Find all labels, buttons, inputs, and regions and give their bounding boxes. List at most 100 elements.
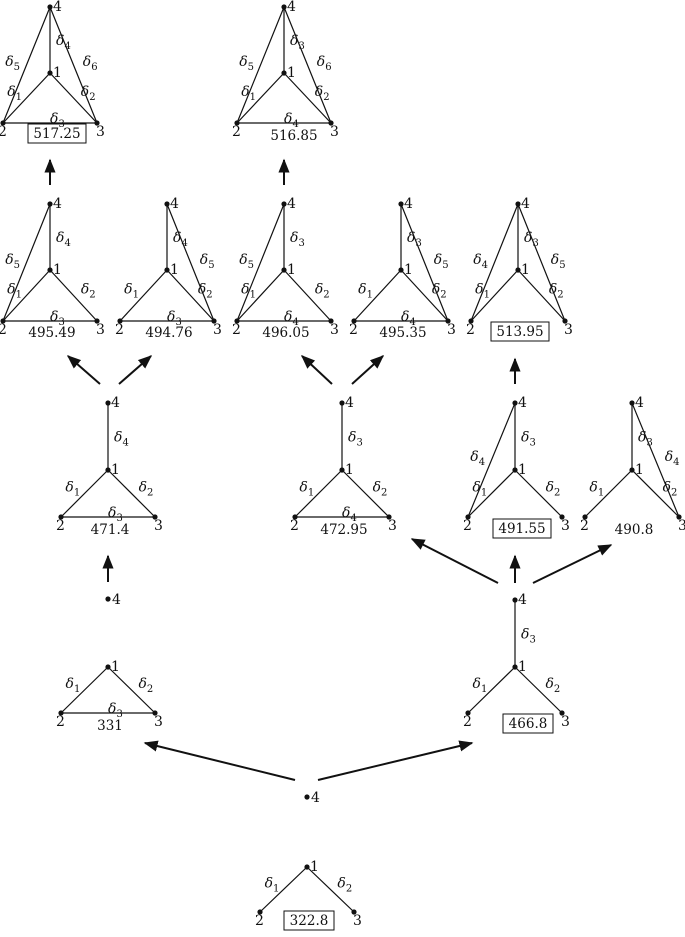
vertex-label-4: 4 (53, 196, 62, 212)
edge-label-4-1: δ4 (56, 230, 71, 249)
vertex-4 (629, 400, 635, 406)
edge-label-4-2: δ5 (5, 54, 20, 73)
edge-4-2 (467, 402, 516, 518)
free-vertex-label: 4 (112, 592, 121, 608)
edge-label-4-3: δ6 (83, 54, 98, 73)
vertex-label-2: 2 (56, 518, 65, 534)
vertex-1 (281, 267, 287, 273)
free-vertex-label: 4 (311, 790, 320, 806)
vertex-4 (281, 4, 287, 10)
edge-label-1-3: δ2 (545, 676, 560, 695)
graph-value: 466.8 (509, 716, 548, 732)
vertex-label-3: 3 (353, 913, 362, 929)
vertex-2 (117, 318, 123, 324)
edge-label-1-2: δ1 (473, 676, 488, 695)
vertex-1 (164, 267, 170, 273)
edge-label-1-2: δ1 (65, 479, 80, 498)
vertex-1 (47, 267, 53, 273)
vertex-1 (398, 267, 404, 273)
vertex-label-3: 3 (388, 518, 397, 534)
edge-1-2 (236, 72, 285, 124)
edge-label-4-1: δ3 (638, 430, 653, 449)
vertex-label-4: 4 (287, 0, 296, 15)
vertex-label-2: 2 (463, 518, 472, 534)
value-box (283, 910, 335, 931)
edge-1-3 (49, 72, 98, 124)
edge-label-4-3: δ6 (317, 54, 332, 73)
edge-1-3 (107, 666, 156, 714)
edge-4-2 (2, 203, 51, 322)
vertex-label-1: 1 (53, 262, 62, 278)
vertex-1 (105, 467, 111, 473)
edge-label-1-3: δ2 (373, 479, 388, 498)
edge-label-4-1: δ3 (521, 627, 536, 646)
edge-label-4-1: δ3 (521, 430, 536, 449)
edge-label-1-3: δ2 (139, 479, 154, 498)
graph-value: 490.8 (615, 522, 654, 538)
edge-4-3 (283, 6, 332, 124)
vertex-label-1: 1 (310, 859, 319, 875)
edge-1-2 (119, 269, 168, 322)
vertex-label-1: 1 (170, 262, 179, 278)
vertex-4 (512, 400, 518, 406)
vertex-3 (386, 514, 392, 520)
edge-1-2 (353, 269, 402, 322)
graph-value: 491.55 (498, 521, 545, 537)
edge-1-3 (283, 269, 332, 322)
vertex-2 (257, 909, 263, 915)
arrow-g3-to-g8 (118, 355, 153, 385)
vertex-label-2: 2 (290, 518, 299, 534)
vertex-1 (47, 70, 53, 76)
vertex-1 (105, 664, 111, 670)
edge-label-1-2: δ1 (66, 676, 81, 695)
free-vertex-4 (105, 596, 111, 602)
vertex-3 (445, 318, 451, 324)
edge-1-2 (60, 666, 109, 714)
vertex-label-1: 1 (111, 659, 120, 675)
graph-value: 472.95 (320, 522, 367, 538)
edge-4-3 (166, 203, 215, 322)
vertex-label-4: 4 (404, 196, 413, 212)
edge-label-4-1: δ3 (290, 230, 305, 249)
edge-1-2 (467, 666, 516, 714)
vertex-3 (152, 710, 158, 716)
vertex-1 (629, 467, 635, 473)
edge-label-1-3: δ2 (337, 875, 352, 894)
vertex-2 (58, 514, 64, 520)
vertex-label-2: 2 (463, 714, 472, 730)
vertex-3 (94, 318, 100, 324)
vertex-label-1: 1 (287, 65, 296, 81)
edge-4-2 (236, 6, 285, 124)
vertex-label-2: 2 (0, 124, 7, 140)
vertex-label-4: 4 (345, 395, 354, 411)
edge-label-1-2: δ1 (475, 282, 490, 301)
vertex-label-3: 3 (213, 322, 222, 338)
edge-4-2 (470, 203, 519, 322)
vertex-3 (351, 909, 357, 915)
vertex-4 (512, 597, 518, 603)
vertex-label-3: 3 (564, 322, 573, 338)
vertex-label-1: 1 (287, 262, 296, 278)
edge-label-1-2: δ1 (472, 479, 487, 498)
vertex-label-4: 4 (53, 0, 62, 15)
vertex-label-2: 2 (115, 322, 124, 338)
vertex-4 (281, 201, 287, 207)
edge-4-2 (236, 203, 285, 322)
vertex-label-2: 2 (466, 322, 475, 338)
vertex-2 (582, 514, 588, 520)
vertex-3 (676, 514, 682, 520)
graph-value: 331 (97, 718, 123, 734)
edge-label-1-3: δ2 (546, 479, 561, 498)
edge-label-1-2: δ1 (7, 282, 22, 301)
edge-label-4-2: δ4 (470, 449, 485, 468)
edge-1-2 (470, 269, 519, 322)
edge-1-3 (514, 666, 563, 714)
vertex-2 (234, 120, 240, 126)
